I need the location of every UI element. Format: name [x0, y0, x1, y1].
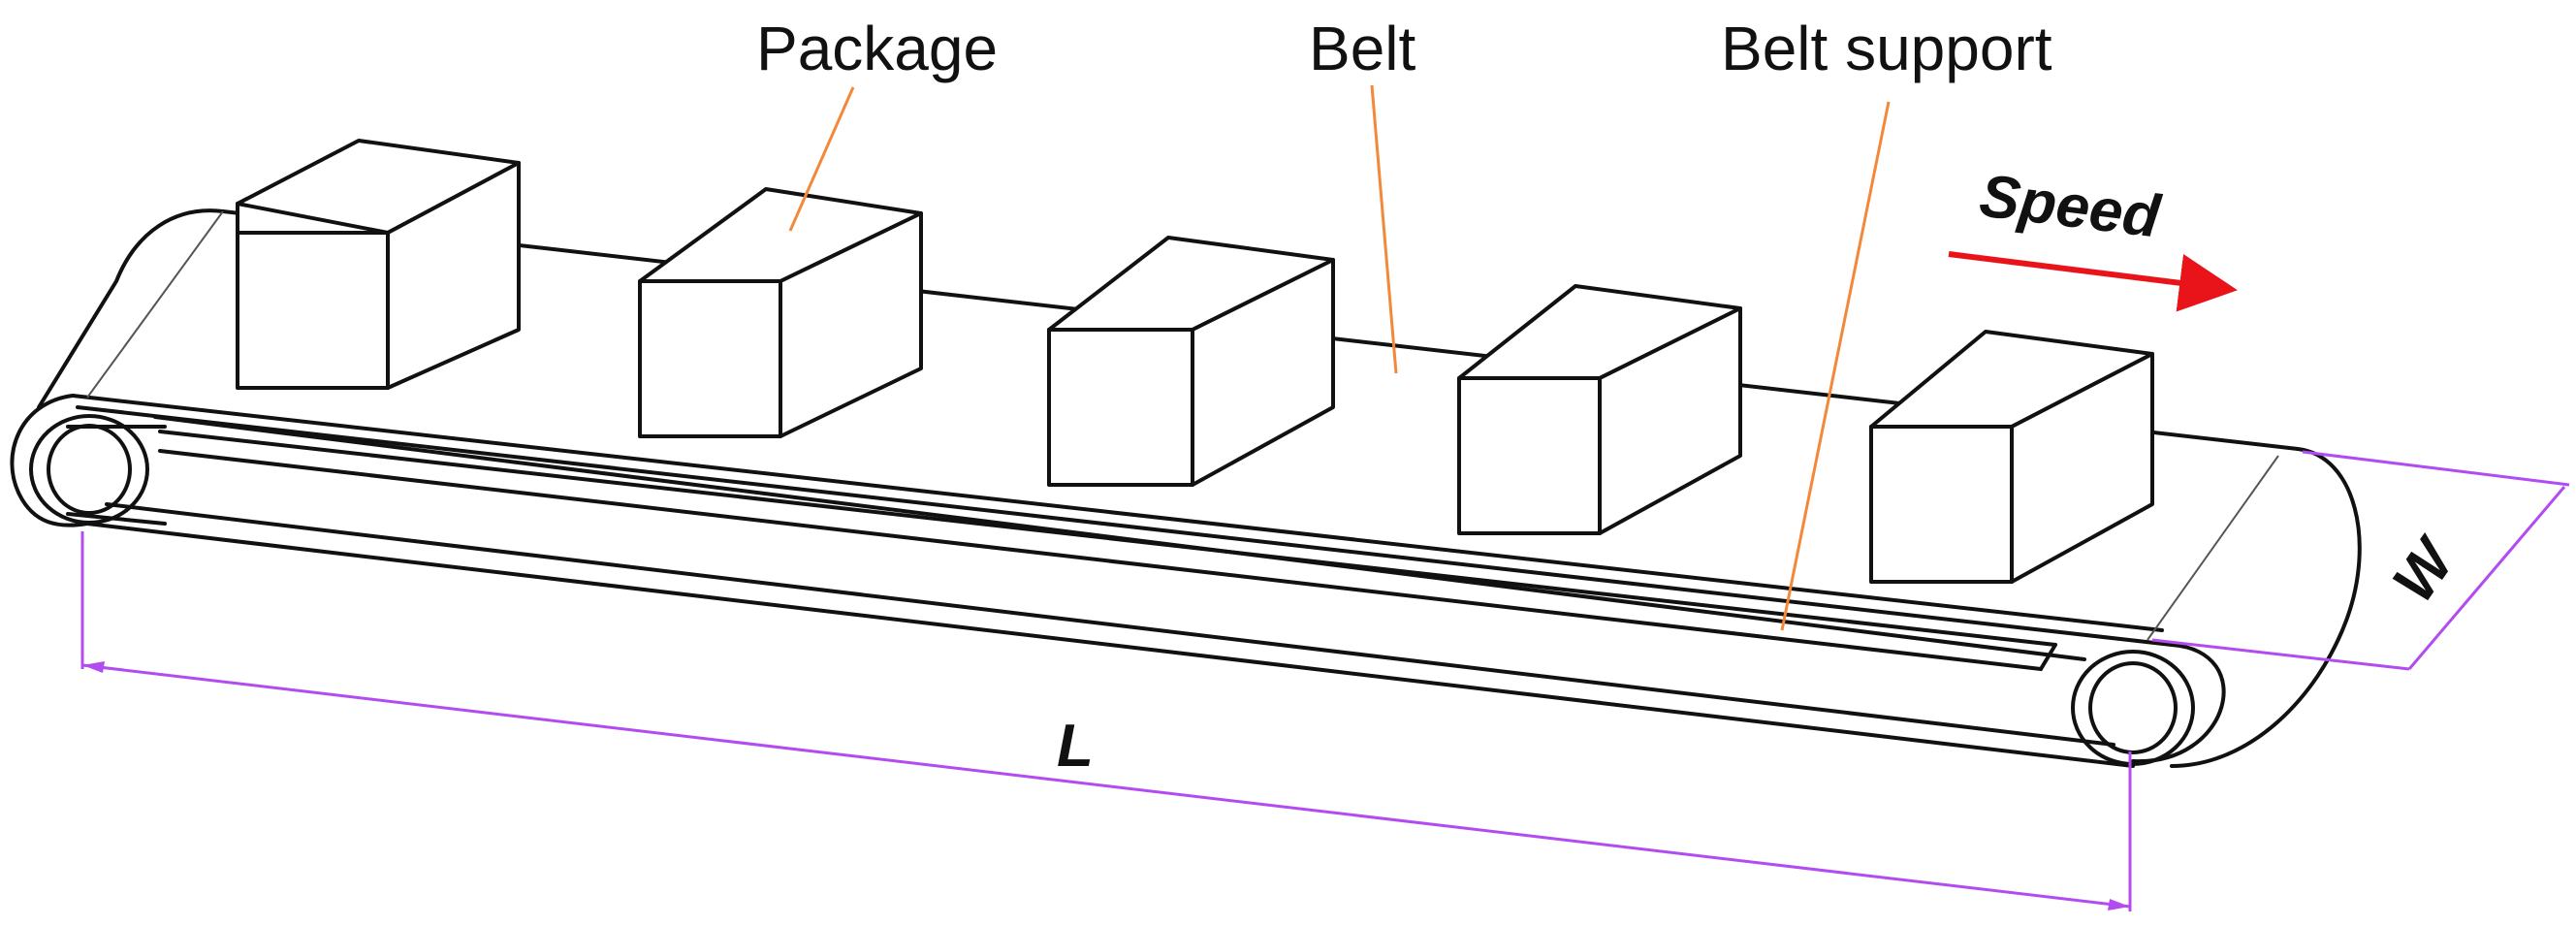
package-box: [1869, 330, 2154, 584]
belt-label: Belt: [1309, 14, 1416, 83]
length-label: L: [1057, 713, 1094, 780]
width-label: W: [2380, 526, 2470, 614]
package-box: [236, 139, 521, 390]
speed-arrow: [1948, 251, 2238, 312]
width-dimension: [2151, 450, 2570, 671]
speed-label: Speed: [1976, 162, 2164, 250]
package-box: [638, 187, 923, 438]
belt-support-label: Belt support: [1721, 14, 2052, 83]
belt-leader-line: [1370, 84, 1398, 374]
left-roller: [29, 414, 167, 526]
package-box: [1047, 236, 1335, 487]
length-dimension: [80, 531, 2132, 911]
package-label: Package: [756, 14, 998, 83]
belt-support-leader-line: [1780, 101, 1891, 631]
right-roller: [2071, 650, 2195, 766]
package-leader-line: [788, 86, 855, 232]
belt-support-rail: [158, 430, 2057, 671]
package-box: [1457, 284, 1742, 535]
